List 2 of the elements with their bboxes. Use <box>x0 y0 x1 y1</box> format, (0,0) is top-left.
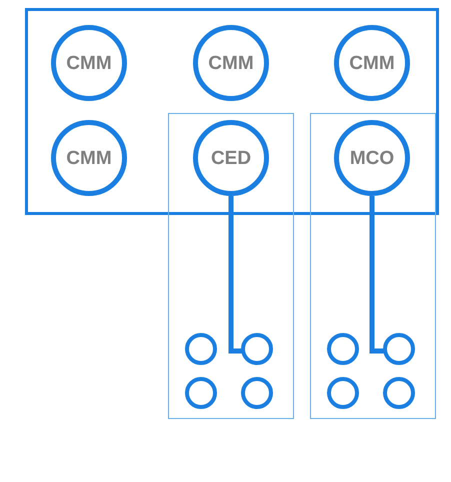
connector-line <box>370 196 385 354</box>
connector-line <box>228 196 243 354</box>
